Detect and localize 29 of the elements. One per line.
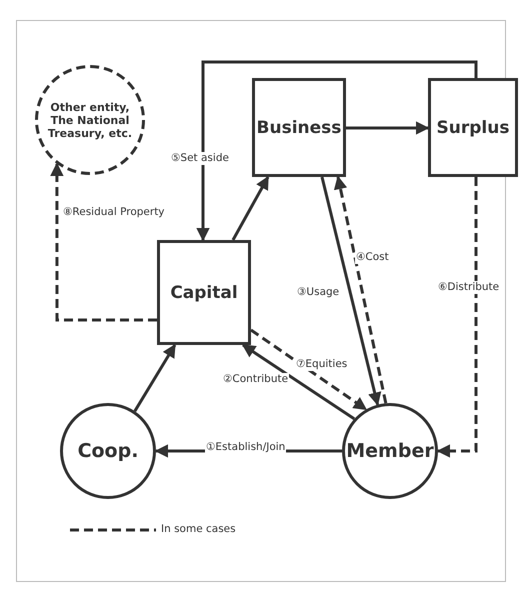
- node-label: Other entity, The National Treasury, etc.: [46, 100, 134, 140]
- arrow: [250, 328, 368, 411]
- entity-circle: [342, 403, 438, 499]
- arrow: [436, 177, 478, 458]
- edge-label: ④Cost: [355, 251, 390, 264]
- edge-label: ③Usage: [296, 286, 340, 299]
- node-label: Member: [346, 440, 434, 462]
- edge-label: ⑦Equities: [295, 358, 348, 371]
- arrow: [50, 162, 157, 322]
- process-box: [252, 78, 346, 177]
- process-box: [157, 240, 251, 345]
- process-box: [428, 78, 518, 177]
- arrow: [320, 176, 382, 406]
- entity-circle: [60, 403, 156, 499]
- arrow: [232, 176, 270, 241]
- edge-label: ⑧Residual Property: [62, 206, 166, 219]
- node-label: Coop.: [78, 440, 138, 462]
- arrow: [242, 344, 356, 420]
- node-label: Surplus: [436, 118, 510, 138]
- node-label: Capital: [170, 282, 238, 302]
- edge-label: ⑥Distribute: [437, 281, 500, 294]
- node-label: Business: [256, 118, 342, 138]
- arrow: [346, 121, 430, 135]
- arrow: [134, 344, 176, 412]
- arrow: [196, 60, 478, 242]
- edge-label: ⑤Set aside: [170, 152, 230, 165]
- edge-label: ①Establish/Join: [205, 441, 286, 454]
- entity-circle: [35, 65, 145, 175]
- arrow: [334, 176, 388, 404]
